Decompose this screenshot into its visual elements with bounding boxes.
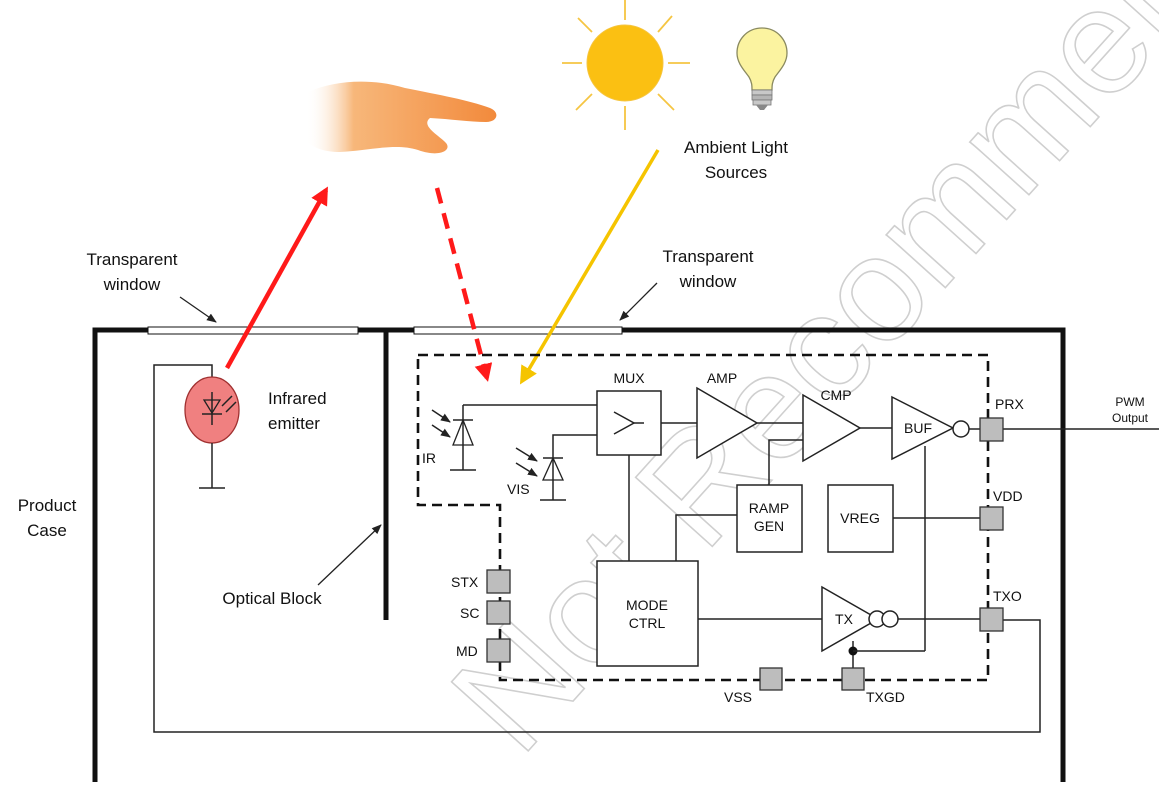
pwm-label-line1: PWM [1115, 395, 1144, 409]
ambient-label-line2: Sources [705, 163, 767, 182]
ic-boundary [416, 353, 990, 682]
window-left-pointer [179, 296, 217, 323]
pin-txgd-label: TXGD [866, 689, 905, 705]
emitter-label-line1: Infrared [268, 389, 327, 408]
light-bulb-icon [736, 27, 788, 110]
pin-md-label: MD [456, 643, 478, 659]
amp-block [696, 386, 759, 460]
vreg-block [827, 484, 894, 553]
infrared-emitter [153, 364, 1041, 733]
pin-stx-label: STX [451, 574, 479, 590]
product-case-label-line1: Product [18, 496, 77, 515]
window-right-pointer [619, 282, 658, 321]
optical-block-label: Optical Block [222, 589, 322, 608]
window-left-label-line2: window [103, 275, 161, 294]
product-case-label-line2: Case [27, 521, 67, 540]
ramp-label-line1: RAMP [749, 500, 789, 516]
pwm-label-line2: Output [1112, 411, 1149, 425]
pin-vss-pad [759, 667, 783, 691]
ir-label: IR [422, 450, 436, 466]
tx-label: TX [835, 611, 854, 627]
amp-label: AMP [707, 370, 737, 386]
cmp-label: CMP [820, 387, 851, 403]
mode-label-line1: MODE [626, 597, 668, 613]
ir-photodiode [431, 404, 597, 471]
pin-prx-pad [979, 417, 1004, 442]
buf-label: BUF [904, 420, 932, 436]
tx-current-source-icon-2 [881, 610, 899, 628]
window-right-label-line1: Transparent [662, 247, 753, 266]
pin-vss-label: VSS [724, 689, 752, 705]
window-left-label-line1: Transparent [86, 250, 177, 269]
mux-label: MUX [613, 370, 645, 386]
transparent-window-right [413, 326, 623, 335]
mode-ctrl-block [596, 560, 699, 667]
vis-label: VIS [507, 481, 530, 497]
window-right-label-line2: window [679, 272, 737, 291]
pin-stx-pad [486, 569, 511, 594]
pin-sc-label: SC [460, 605, 479, 621]
emitter-label-line2: emitter [268, 414, 320, 433]
mode-label-line2: CTRL [629, 615, 666, 631]
pin-txgd-pad [841, 667, 865, 691]
ambient-label-line1: Ambient Light [684, 138, 788, 157]
vis-photodiode [515, 434, 597, 501]
pin-txo-label: TXO [993, 588, 1022, 604]
watermark-text: Not Recommended for New Designs [419, 0, 1159, 781]
pin-vdd-pad [979, 506, 1004, 531]
watermark: Not Recommended for New Designs [418, 0, 1159, 782]
cmp-block [802, 393, 862, 463]
vreg-label: VREG [840, 510, 880, 526]
ambient-light-arrow [519, 149, 660, 385]
transparent-window-left [147, 326, 359, 335]
hand-icon [306, 81, 497, 154]
pin-txo-pad [979, 607, 1004, 632]
mux-block [596, 390, 662, 456]
ir-emission-arrow [225, 186, 328, 370]
sun-icon [562, 0, 690, 130]
pin-sc-pad [486, 600, 511, 625]
buf-block [891, 395, 955, 461]
buf-inverter-bubble [952, 420, 970, 438]
ir-reflection-arrow [434, 187, 493, 382]
ramp-gen-block [736, 484, 803, 553]
optical-block-pointer [317, 524, 382, 586]
tx-block [821, 585, 880, 653]
pin-md-pad [486, 638, 511, 663]
pin-prx-label: PRX [995, 396, 1024, 412]
pin-vdd-label: VDD [993, 488, 1023, 504]
ramp-label-line2: GEN [754, 518, 784, 534]
